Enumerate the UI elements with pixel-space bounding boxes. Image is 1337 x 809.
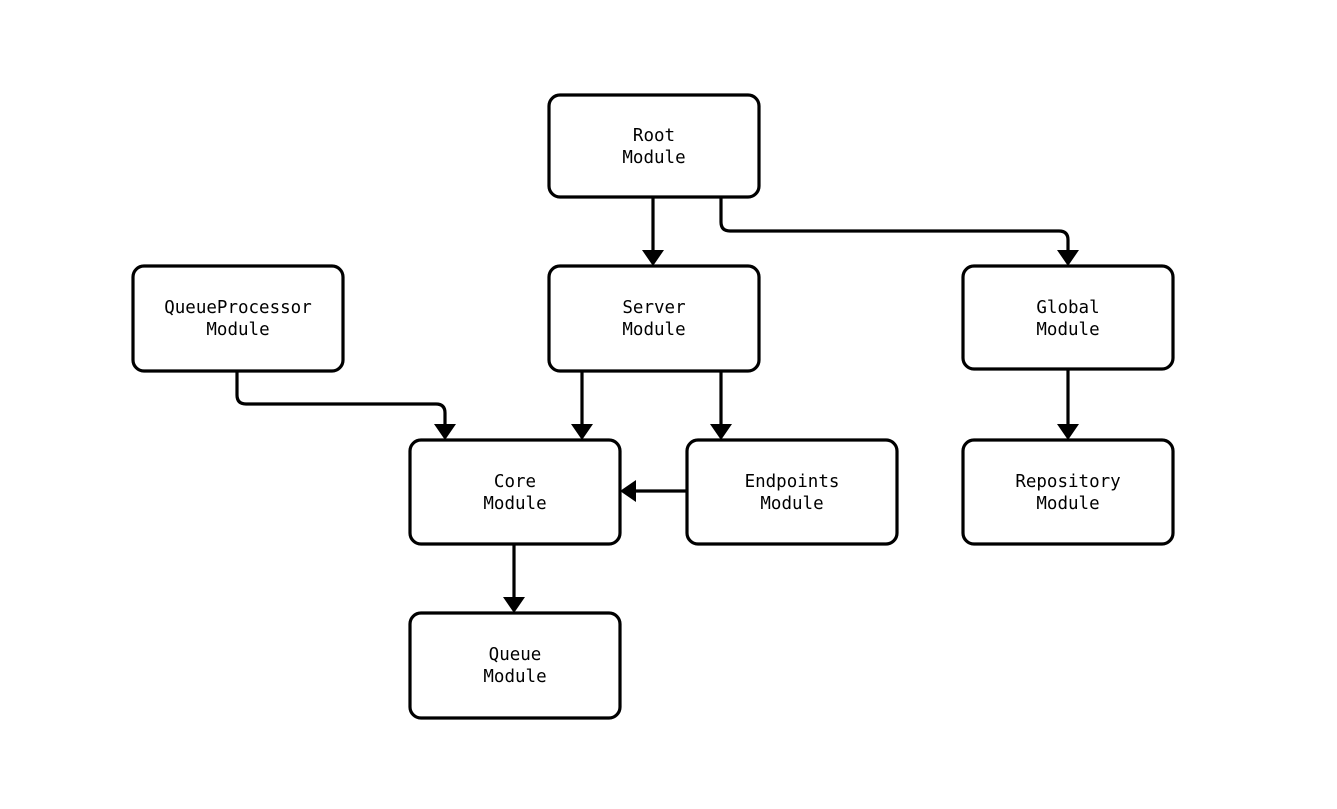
node-label-line1: Repository — [1015, 472, 1120, 492]
node-label-line1: Endpoints — [745, 472, 840, 492]
node-box[interactable] — [408, 438, 622, 546]
arrowhead-down-icon — [642, 250, 664, 266]
arrowhead-down-icon — [571, 424, 593, 440]
node-box[interactable] — [131, 264, 345, 373]
node-box[interactable] — [961, 264, 1175, 371]
node-label-line2: Module — [483, 494, 546, 514]
node-label-line1: QueueProcessor — [164, 298, 312, 318]
node-box[interactable] — [961, 438, 1175, 546]
edge-global-to-repository — [1057, 369, 1079, 440]
node-root-module[interactable]: Root Module — [547, 93, 761, 199]
node-label-line2: Module — [483, 667, 546, 687]
node-label-line1: Global — [1036, 298, 1099, 318]
node-queue-module[interactable]: Queue Module — [408, 611, 622, 720]
node-label-line2: Module — [622, 320, 685, 340]
edge-line — [719, 197, 1070, 250]
edge-line — [235, 371, 447, 424]
edge-server-to-endpoints — [710, 371, 732, 440]
edge-layer — [235, 197, 1079, 613]
edge-core-to-queue — [503, 544, 525, 613]
edge-root-to-server — [642, 197, 664, 266]
node-box[interactable] — [547, 264, 761, 373]
arrowhead-down-icon — [710, 424, 732, 440]
node-repository-module[interactable]: Repository Module — [961, 438, 1175, 546]
arrowhead-down-icon — [503, 597, 525, 613]
node-box[interactable] — [685, 438, 899, 546]
node-label-line2: Module — [206, 320, 269, 340]
node-box[interactable] — [547, 93, 761, 199]
arrowhead-down-icon — [1057, 250, 1079, 266]
node-label-line2: Module — [622, 148, 685, 168]
node-label-line1: Root — [633, 126, 675, 146]
node-box[interactable] — [408, 611, 622, 720]
edge-endpoints-to-core — [620, 480, 687, 502]
node-core-module[interactable]: Core Module — [408, 438, 622, 546]
arrowhead-down-icon — [1057, 424, 1079, 440]
node-queueprocessor-module[interactable]: QueueProcessor Module — [131, 264, 345, 373]
node-label-line1: Queue — [489, 645, 542, 665]
edge-server-to-core — [571, 371, 593, 440]
node-server-module[interactable]: Server Module — [547, 264, 761, 373]
node-label-line2: Module — [1036, 494, 1099, 514]
node-label-line1: Core — [494, 472, 536, 492]
node-label-line1: Server — [622, 298, 685, 318]
edge-queueprocessor-to-core — [235, 371, 456, 440]
node-label-line2: Module — [1036, 320, 1099, 340]
arrowhead-down-icon — [434, 424, 456, 440]
node-label-line2: Module — [760, 494, 823, 514]
node-layer: Root Module QueueProcessor Module Server… — [131, 93, 1175, 720]
arrowhead-left-icon — [620, 480, 636, 502]
node-global-module[interactable]: Global Module — [961, 264, 1175, 371]
edge-root-to-global — [719, 197, 1079, 266]
node-endpoints-module[interactable]: Endpoints Module — [685, 438, 899, 546]
